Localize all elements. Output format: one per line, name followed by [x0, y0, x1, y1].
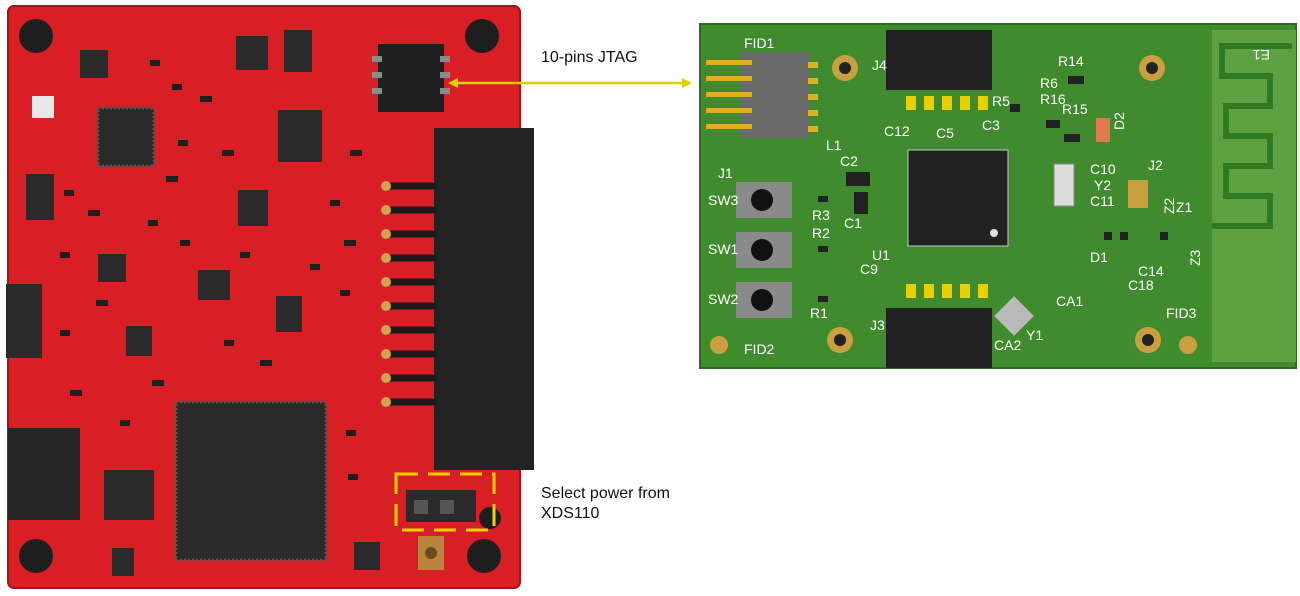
label-r2: R2 — [812, 225, 830, 241]
label-c9: C9 — [860, 261, 878, 277]
power-select-callout-line1: Select power from — [541, 485, 670, 502]
power-select-callout-line2: XDS110 — [541, 505, 600, 522]
usb-ic — [96, 106, 156, 168]
label-j2: J2 — [1148, 157, 1163, 173]
mount-hole-top-left — [19, 19, 53, 53]
jtag-callout: 10-pins JTAG — [541, 49, 638, 66]
xds110-board — [6, 5, 534, 589]
label-d2: D2 — [1111, 112, 1127, 130]
label-c3: C3 — [982, 117, 1000, 133]
j2-connector — [1128, 180, 1148, 208]
label-c10: C10 — [1090, 161, 1116, 177]
power-select-callout: Select power from XDS110 — [541, 484, 670, 524]
label-u1: U1 — [872, 247, 890, 263]
j4-header — [886, 30, 992, 90]
label-c11: C11 — [1090, 193, 1115, 209]
d2-led — [1096, 118, 1110, 142]
pcb-antenna — [1212, 43, 1292, 229]
fid2-marker — [710, 336, 728, 354]
label-c12: C12 — [884, 123, 910, 139]
board-connector — [434, 128, 534, 470]
label-c1: C1 — [844, 215, 862, 231]
label-r3: R3 — [812, 207, 830, 223]
target-mcu — [907, 149, 1009, 247]
connector-pins — [386, 182, 436, 406]
label-z3: Z3 — [1187, 249, 1203, 266]
y2-crystal — [1053, 163, 1075, 207]
jtag-header — [378, 44, 444, 112]
label-d1: D1 — [1090, 249, 1108, 265]
label-e1: E1 — [1253, 47, 1270, 63]
mount-post — [479, 507, 501, 529]
label-r16: R16 — [1040, 91, 1066, 107]
label-ca2: CA2 — [994, 337, 1021, 353]
label-sw2: SW2 — [708, 291, 739, 307]
label-sw1: SW1 — [708, 241, 739, 257]
label-fid2: FID2 — [744, 341, 775, 357]
label-j3: J3 — [870, 317, 885, 333]
label-z2: Z2 — [1161, 197, 1177, 214]
label-fid3: FID3 — [1166, 305, 1197, 321]
label-r14: R14 — [1058, 53, 1084, 69]
label-r1: R1 — [810, 305, 828, 321]
j3-header — [886, 308, 992, 368]
main-mcu — [174, 400, 328, 562]
label-c18: C18 — [1128, 277, 1154, 293]
label-j1: J1 — [718, 165, 733, 181]
label-y1: Y1 — [1026, 327, 1043, 343]
label-sw3: SW3 — [708, 192, 739, 208]
power-select-highlight — [394, 472, 496, 532]
usb-connector — [8, 428, 80, 520]
label-c14: C14 — [1138, 263, 1164, 279]
label-j4: J4 — [872, 57, 887, 73]
label-r15: R15 — [1062, 101, 1088, 117]
small-ic — [104, 470, 154, 520]
y1-crystal — [994, 296, 1034, 336]
label-y2: Y2 — [1094, 177, 1111, 193]
label-r6: R6 — [1040, 75, 1058, 91]
label-z1: Z1 — [1176, 199, 1193, 215]
label-c2: C2 — [840, 153, 858, 169]
label-c5: C5 — [936, 125, 954, 141]
mount-hole-bottom-left — [19, 539, 53, 573]
label-fid1: FID1 — [744, 35, 775, 51]
label-r5: R5 — [992, 93, 1010, 109]
fid3-marker — [1179, 336, 1197, 354]
side-connector — [6, 284, 42, 358]
mount-hole-top-right — [465, 19, 499, 53]
target-board: FID1 FID2 FID3 J1 J2 J3 J4 L1 SW3 SW1 SW… — [699, 23, 1297, 369]
mount-hole-bottom-right — [467, 539, 501, 573]
label-ca1: CA1 — [1056, 293, 1083, 309]
label-l1: L1 — [826, 137, 842, 153]
